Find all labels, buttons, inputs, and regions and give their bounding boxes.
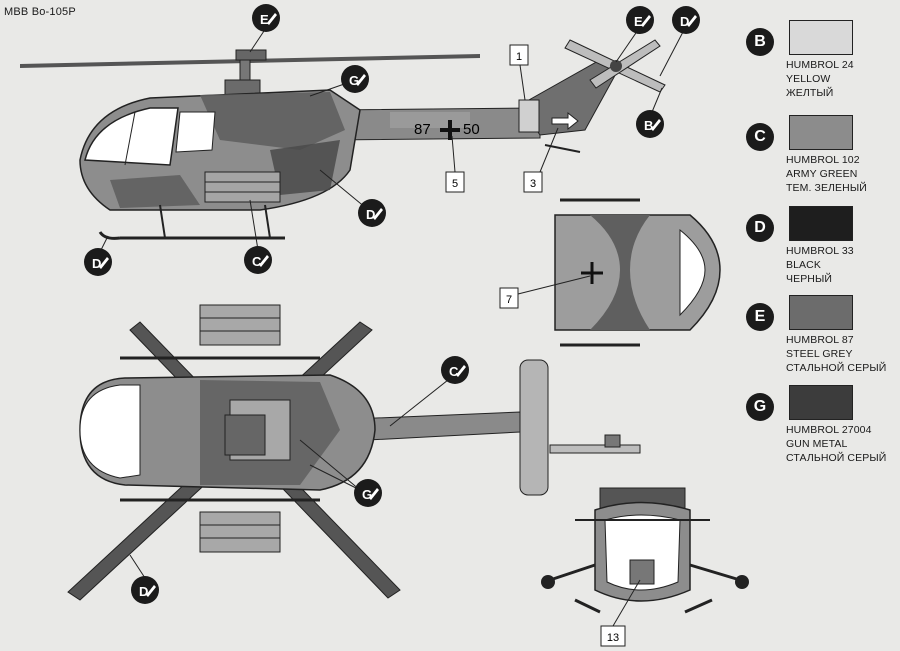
color-name-b: HUMBROL 24 YELLOW ЖЕЛТЫЙ: [786, 59, 854, 99]
svg-text:1: 1: [516, 51, 522, 63]
swatch-steel-grey: [789, 295, 853, 330]
color-name-c: HUMBROL 102 ARMY GREEN ТЕМ. ЗЕЛЕНЫЙ: [786, 154, 867, 194]
marker-b-tail: B: [636, 87, 664, 138]
marker-d-skid: D: [84, 235, 112, 276]
svg-text:D: D: [139, 584, 148, 599]
top-view: [67, 304, 641, 601]
badge-c: C: [746, 123, 774, 151]
badge-e: E: [746, 303, 774, 331]
svg-text:D: D: [92, 256, 101, 271]
swatch-gun-metal: [789, 385, 853, 420]
marker-c-side: C: [244, 199, 272, 274]
color-name-d: HUMBROL 33 BLACK ЧЕРНЫЙ: [786, 245, 854, 285]
badge-g: G: [746, 393, 774, 421]
model-title: MBB Bo-105P: [4, 6, 76, 18]
marker-e-rotor: E: [249, 4, 280, 53]
color-name-g: HUMBROL 27004 GUN METAL СТАЛЬНОЙ СЕРЫЙ: [786, 424, 887, 464]
belly-view: [554, 198, 721, 347]
color-name-e: HUMBROL 87 STEEL GREY СТАЛЬНОЙ СЕРЫЙ: [786, 334, 887, 374]
svg-text:D: D: [366, 207, 375, 222]
svg-text:3: 3: [530, 178, 536, 190]
marker-d-blade: D: [129, 554, 159, 604]
marker-d-tail: D: [659, 6, 700, 77]
badge-d: D: [746, 214, 774, 242]
marker-d-fuselage: D: [319, 169, 386, 227]
marker-c-top: C: [389, 356, 469, 427]
svg-text:C: C: [252, 254, 262, 269]
tail-code-right: 50: [463, 121, 480, 138]
front-view: [541, 487, 749, 614]
svg-text:5: 5: [452, 178, 458, 190]
decal-13: 13: [600, 579, 641, 647]
svg-text:G: G: [362, 487, 372, 502]
svg-text:B: B: [644, 118, 653, 133]
svg-text:E: E: [634, 14, 643, 29]
decal-1: 1: [509, 44, 529, 101]
marker-e-tail: E: [615, 6, 654, 63]
decal-3: 3: [523, 127, 559, 193]
svg-text:13: 13: [607, 632, 619, 644]
decal-7: 7: [499, 275, 591, 309]
svg-text:C: C: [449, 364, 459, 379]
svg-text:D: D: [680, 14, 689, 29]
badge-b: B: [746, 28, 774, 56]
side-view: 87 50: [20, 39, 666, 240]
marker-g-top: G: [299, 439, 382, 507]
svg-text:E: E: [260, 12, 269, 27]
tail-code-left: 87: [414, 121, 431, 138]
svg-text:7: 7: [506, 294, 512, 306]
swatch-yellow: [789, 20, 853, 55]
svg-text:G: G: [349, 73, 359, 88]
decal-5: 5: [445, 135, 465, 193]
swatch-black: [789, 206, 853, 241]
swatch-army-green: [789, 115, 853, 150]
marker-g-mast: G: [309, 65, 369, 97]
